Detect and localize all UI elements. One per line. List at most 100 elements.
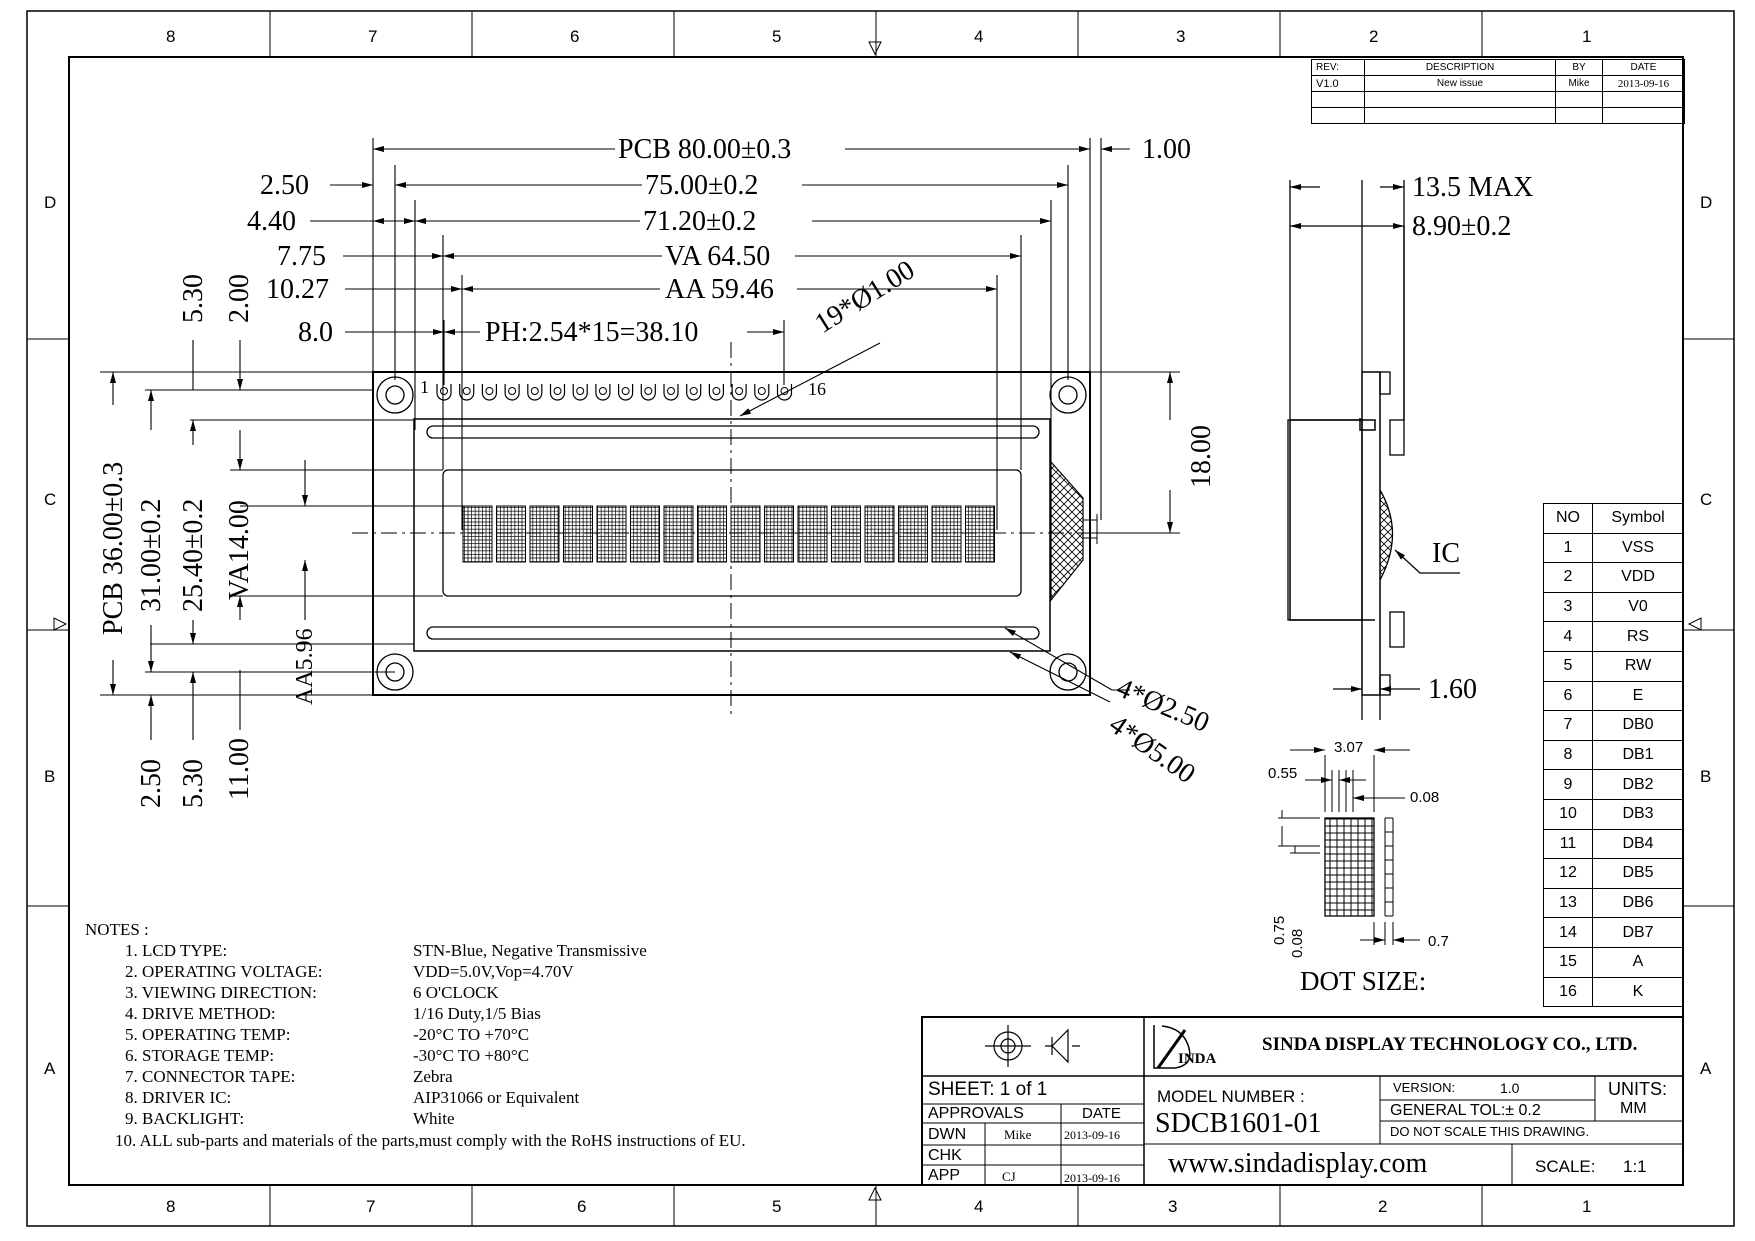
units-label: UNITS:	[1608, 1079, 1668, 1099]
row-label-left: D	[44, 193, 57, 212]
col-label-top: 2	[1369, 27, 1379, 46]
bezel-outline	[413, 418, 1051, 652]
pin-symbol: V0	[1592, 591, 1684, 623]
character-cell	[596, 505, 627, 563]
sheet-label: SHEET: 1 of 1	[928, 1079, 1048, 1100]
version-value: 1.0	[1500, 1080, 1520, 1096]
dim-0-75: 0.75	[1271, 915, 1288, 945]
vdim-2-50: 2.50	[136, 759, 167, 808]
dwn-by: Mike	[1004, 1127, 1032, 1142]
vdim-2-00: 2.00	[224, 274, 255, 323]
vdim-25-40: 25.40±0.2	[178, 498, 209, 612]
pin-number: 12	[1543, 858, 1593, 889]
rev-empty	[1311, 91, 1365, 108]
date-header: DATE	[1602, 59, 1685, 76]
pin-row	[436, 384, 793, 401]
pin-number: 8	[1543, 739, 1593, 771]
vdim-5-30-top: 5.30	[178, 274, 209, 323]
note-label: 7. CONNECTOR TAPE:	[125, 1067, 296, 1086]
pin-symbol: DB5	[1592, 858, 1684, 889]
pin-pad	[640, 384, 656, 401]
pin-number: 9	[1543, 769, 1593, 800]
character-cell	[931, 505, 962, 563]
note-value: STN-Blue, Negative Transmissive	[413, 941, 647, 960]
rev-value: V1.0	[1311, 75, 1365, 92]
rev-empty	[1364, 91, 1556, 108]
dim-1-00: 1.00	[1142, 134, 1191, 165]
scale-value: 1:1	[1623, 1157, 1647, 1176]
col-label-bottom: 2	[1378, 1197, 1388, 1216]
revision-table: REV: DESCRIPTION BY DATE V1.0 New issue …	[1311, 59, 1685, 124]
character-cell	[797, 505, 828, 563]
col-label-bottom: 1	[1582, 1197, 1592, 1216]
pin-pad	[459, 384, 475, 401]
col-label-top: 7	[368, 27, 378, 46]
pin-symbol: DB2	[1592, 769, 1684, 800]
pin-number: 11	[1543, 828, 1593, 860]
tolerance-label: GENERAL TOL:± 0.2	[1390, 1102, 1541, 1119]
pin-symbol: DB1	[1592, 739, 1684, 771]
pin-number: 10	[1543, 798, 1593, 830]
dim-2-50: 2.50	[260, 170, 309, 201]
app-date: 2013-09-16	[1064, 1171, 1120, 1185]
website: www.sindadisplay.com	[1168, 1148, 1428, 1179]
ic-label: IC	[1432, 538, 1460, 569]
pin-number: 15	[1543, 946, 1593, 978]
pin-pad	[595, 384, 611, 401]
row-label-right: B	[1700, 767, 1712, 786]
date-label: DATE	[1082, 1105, 1121, 1122]
character-cell	[462, 505, 493, 563]
model-label: MODEL NUMBER :	[1157, 1087, 1305, 1106]
note-value: White	[413, 1109, 455, 1128]
note-label: 5. OPERATING TEMP:	[125, 1025, 291, 1044]
pin-symbol: DB4	[1592, 828, 1684, 860]
dim-pin-pitch: PH:2.54*15=38.10	[485, 317, 699, 348]
note-label: 1. LCD TYPE:	[125, 941, 228, 960]
dim-pcb-width: PCB 80.00±0.3	[618, 134, 792, 165]
pin-pad	[549, 384, 566, 401]
col-label-top: 5	[772, 27, 782, 46]
dim-aa-width: AA 59.46	[665, 274, 774, 305]
pin-pad	[708, 384, 724, 401]
col-label-bottom: 3	[1168, 1197, 1178, 1216]
note-label: 3. VIEWING DIRECTION:	[125, 983, 317, 1002]
pin-number: 13	[1543, 887, 1593, 919]
by-header: BY	[1555, 59, 1603, 76]
dim-7-75: 7.75	[277, 241, 326, 272]
col-label-top: 4	[974, 27, 984, 46]
row-label-left: A	[44, 1059, 56, 1078]
vdim-pcb-height: PCB 36.00±0.3	[98, 461, 129, 635]
by-value: Mike	[1555, 75, 1603, 92]
pin-number: 4	[1543, 621, 1593, 652]
character-cell	[529, 505, 560, 563]
units-value: MM	[1620, 1100, 1647, 1117]
character-matrix	[462, 505, 995, 563]
col-label-bottom: 7	[366, 1197, 376, 1216]
character-cell	[663, 505, 694, 563]
pin-symbol: DB0	[1592, 710, 1684, 741]
dim-0-08-h: 0.08	[1289, 928, 1306, 958]
scale-label: SCALE:	[1535, 1157, 1596, 1176]
pin-number: 5	[1543, 650, 1593, 682]
dim-4-40: 4.40	[247, 206, 296, 237]
row-label-right: D	[1700, 193, 1713, 212]
pin-number: 1	[1543, 532, 1593, 564]
col-label-bottom: 8	[166, 1197, 176, 1216]
col-label-top: 3	[1176, 27, 1186, 46]
dim-10-27: 10.27	[266, 274, 329, 305]
notes-title: NOTES :	[85, 920, 149, 939]
description-value: New issue	[1364, 75, 1556, 92]
pin-symbol: RS	[1592, 621, 1684, 652]
pin-pad	[504, 384, 520, 401]
dim-0-55: 0.55	[1268, 765, 1298, 782]
dot-size-detail	[1278, 747, 1420, 945]
vdim-5-30-bottom: 5.30	[178, 759, 209, 808]
dim-18: 18.00	[1186, 425, 1217, 488]
